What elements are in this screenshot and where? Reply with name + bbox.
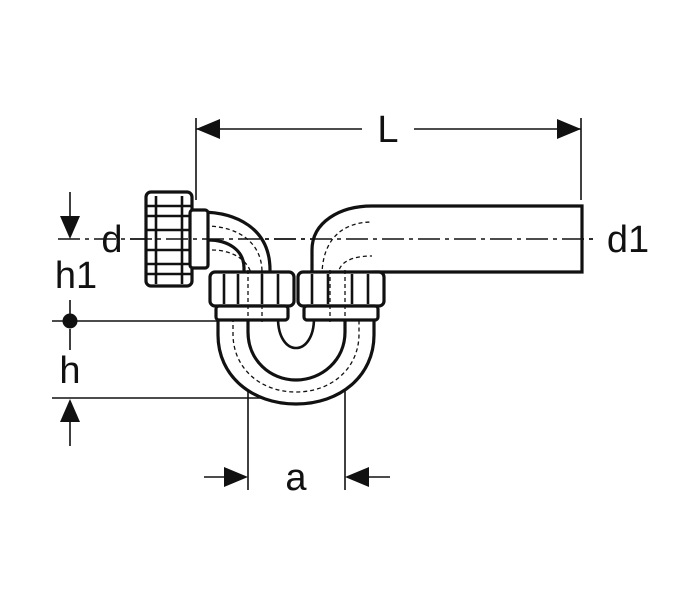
arrowhead-L-left: [196, 119, 220, 139]
left-union-nut: [208, 270, 296, 308]
u-bend-trap: [216, 316, 376, 406]
dimension-h1: h1: [52, 192, 218, 329]
arrowhead-a-right: [345, 467, 369, 487]
outlet-bend-dash-outer: [321, 221, 373, 277]
trap-center-dome: [276, 317, 316, 350]
arrowhead-L-right: [557, 119, 581, 139]
inlet-elbow: [197, 210, 272, 280]
arrowhead-a-left: [224, 467, 248, 487]
dimension-L: L: [195, 109, 582, 200]
u-bend-inner-dash: [232, 318, 360, 393]
dimension-h: h: [52, 329, 262, 446]
label-a: a: [285, 457, 307, 499]
arrowhead-h-up: [60, 399, 80, 422]
label-h1: h1: [55, 255, 97, 297]
label-L: L: [377, 109, 398, 151]
inlet-nut-sides: [154, 196, 184, 284]
label-d1: d1: [607, 219, 649, 261]
label-d: d: [101, 219, 122, 261]
left-nut-collar: [214, 304, 290, 322]
outlet-bend: [310, 204, 584, 280]
siphon-body: [144, 190, 584, 406]
right-nut-collar: [302, 304, 380, 322]
arrowhead-h1-down: [60, 216, 80, 239]
label-h: h: [59, 350, 80, 392]
dimension-a: a: [204, 302, 390, 499]
